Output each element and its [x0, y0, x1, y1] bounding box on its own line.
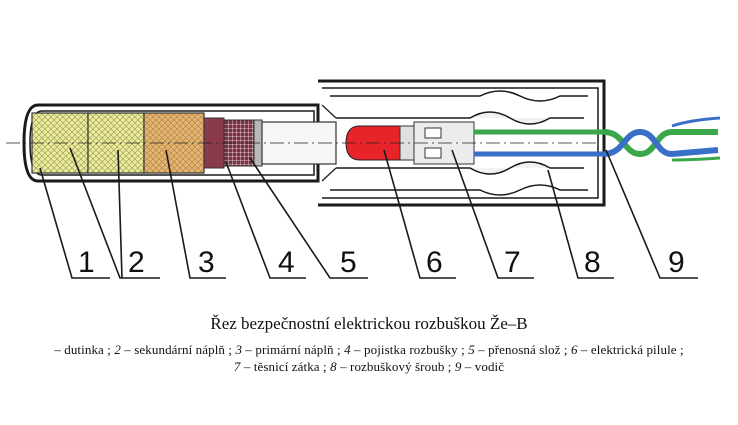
conductor-wires: [474, 116, 721, 162]
label-5: 5: [340, 246, 357, 279]
detonator-cross-section: 1 2 3 4 5 6 7 8 9: [6, 79, 721, 279]
legend-line-2: 7 – těsnicí zátka ; 8 – rozbuškový šroub…: [0, 359, 738, 375]
label-2: 2: [128, 246, 145, 279]
legend-item: 8 – rozbuškový šroub ;: [330, 359, 452, 374]
legend-item: 9 – vodič: [454, 359, 505, 374]
label-9: 9: [668, 246, 685, 279]
label-7: 7: [504, 246, 521, 279]
legend-item: 3 – primární náplň ;: [235, 342, 341, 357]
legend-item: 5 – přenosná slož ;: [468, 342, 568, 357]
legend-line-1: – dutinka ; 2 – sekundární náplň ; 3 – p…: [0, 342, 738, 358]
legend-item: 6 – elektrická pilule ;: [570, 342, 684, 357]
legend-item: 7 – těsnicí zátka ;: [233, 359, 327, 374]
detonator-screw: [318, 79, 606, 207]
label-8: 8: [584, 246, 601, 279]
label-3: 3: [198, 246, 215, 279]
leader-lines: [39, 147, 698, 279]
legend-item: 2 – sekundární náplň ;: [114, 342, 233, 357]
label-6: 6: [426, 246, 443, 279]
figure-title: Řez bezpečnostní elektrickou rozbuškou Ž…: [210, 314, 528, 333]
label-1: 1: [78, 246, 95, 279]
label-4: 4: [278, 246, 295, 279]
legend-item: – dutinka ;: [54, 342, 111, 357]
legend-item: 4 – pojistka rozbušky ;: [344, 342, 465, 357]
